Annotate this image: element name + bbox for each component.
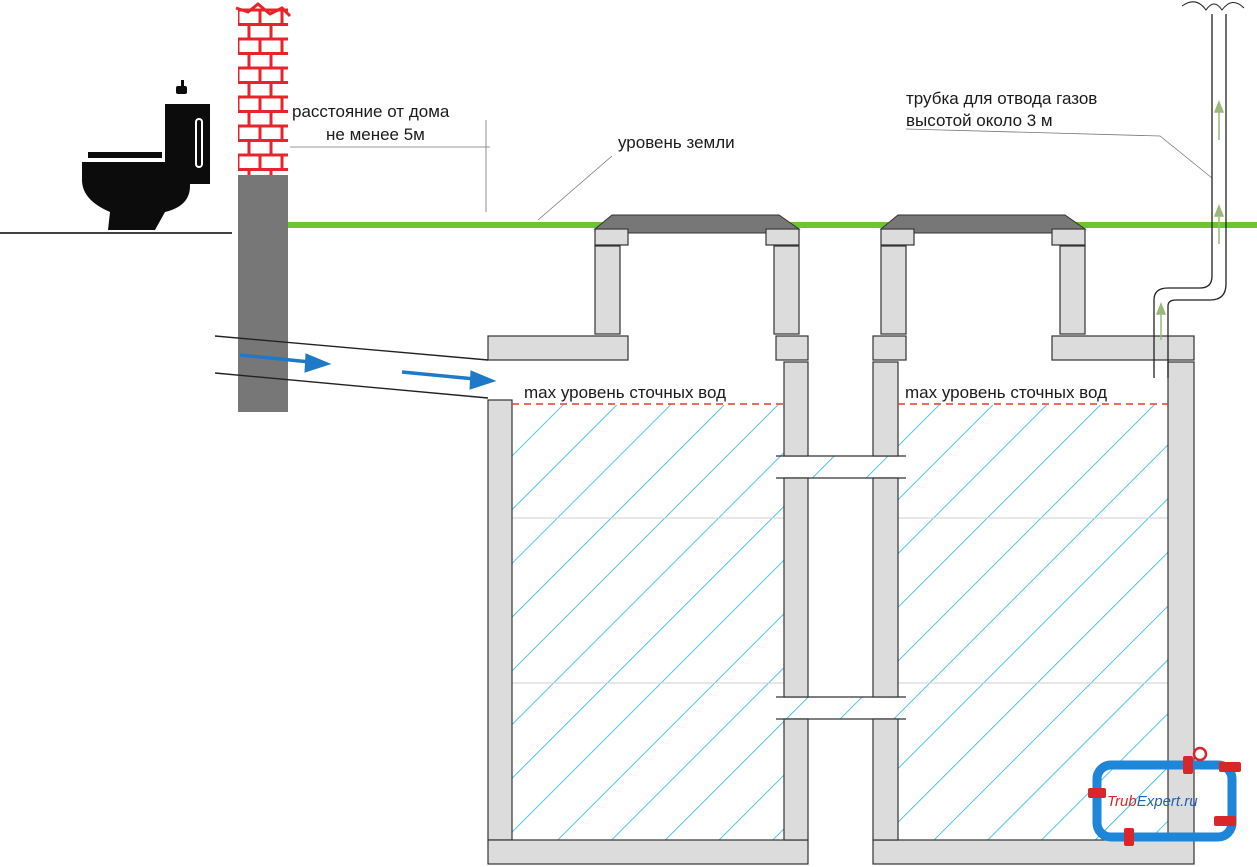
ring-seams (512, 517, 1168, 684)
svg-text:TrubExpert.ru: TrubExpert.ru (1107, 793, 1198, 810)
manhole-lids (593, 214, 1087, 234)
max-level-label-right: max уровень сточных вод (905, 383, 1107, 402)
house-wall (235, 0, 292, 412)
gas-flow-arrow-icon (1155, 99, 1225, 340)
flow-arrow-icon (239, 353, 497, 390)
overflow-pipe-lower (776, 696, 906, 720)
distance-label-line2: не менее 5м (326, 125, 425, 144)
gas-pipe-label-line2: высотой около 3 м (906, 111, 1053, 130)
gas-pipe-leader (905, 128, 1213, 179)
logo-text-part1: Trub (1107, 793, 1137, 810)
distance-dimension (290, 120, 490, 212)
distance-label-line1: расстояние от дома (292, 102, 450, 121)
gas-vent-pipe (1153, 1, 1245, 378)
water-right (898, 405, 1168, 840)
max-level-label-left: max уровень сточных вод (524, 383, 726, 402)
inlet-pipe (214, 335, 489, 399)
toilet-icon (82, 80, 210, 230)
overflow-pipe-upper (776, 455, 906, 479)
water-left (512, 405, 784, 840)
ground-label-leader (537, 155, 613, 221)
logo-text-part2: Expert.ru (1137, 793, 1199, 810)
trubexpert-logo: TrubExpert.ru (1088, 746, 1241, 846)
gas-pipe-label-line1: трубка для отвода газов (906, 89, 1097, 108)
ground-level-label: уровень земли (618, 133, 735, 152)
